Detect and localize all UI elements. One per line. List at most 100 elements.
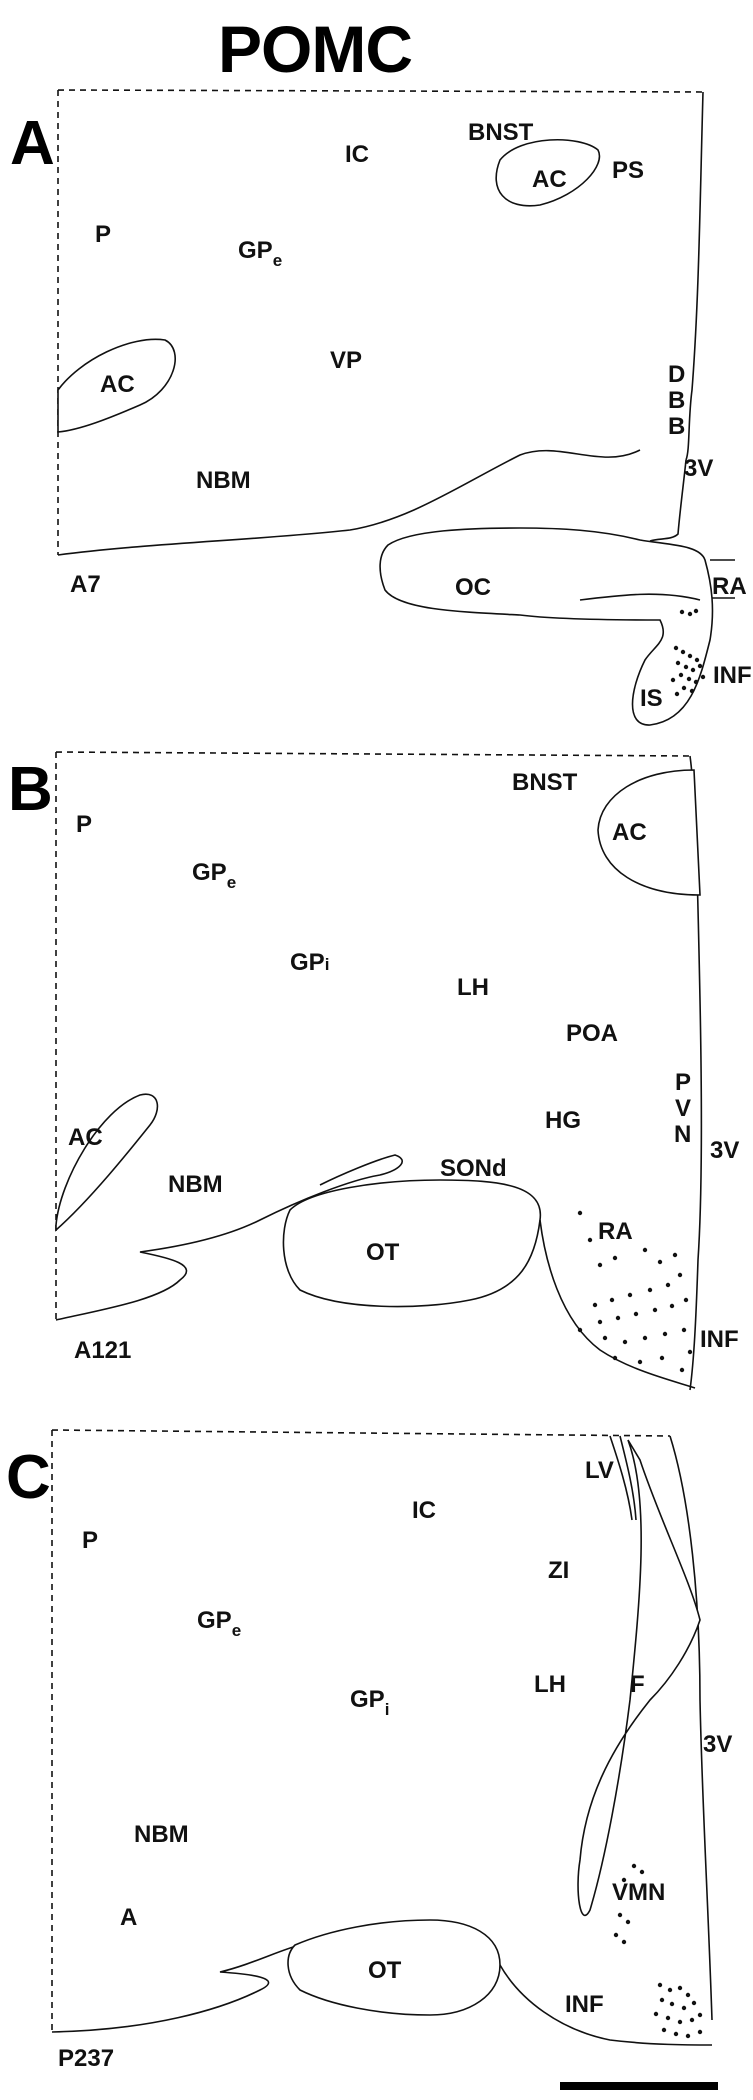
dot — [642, 1335, 648, 1341]
label-ps: PS — [612, 157, 644, 184]
dot — [687, 611, 693, 617]
label-lv: LV — [585, 1457, 614, 1484]
label-ot: OT — [366, 1239, 400, 1266]
dot — [597, 1262, 603, 1268]
label-gpi-main: GP — [290, 949, 325, 976]
dot — [697, 663, 703, 669]
panel-c-frame — [51, 1429, 671, 2032]
dot — [665, 1282, 671, 1288]
label-pvn-p: P — [675, 1069, 691, 1096]
panel-b-ventral-edge — [55, 1154, 403, 1321]
label-gpe-sub: e — [227, 873, 236, 892]
panel-a-oc-is-region — [379, 527, 714, 726]
panel-b-letter: B — [8, 755, 53, 824]
label-gpi-sub: i — [385, 1700, 390, 1719]
dot — [642, 1247, 648, 1253]
label-bnst: BNST — [468, 119, 534, 146]
dot — [700, 674, 706, 680]
figure-title: POMC — [218, 12, 412, 86]
dot — [683, 664, 689, 670]
dot — [685, 1992, 691, 1998]
panel-b-ot — [282, 1179, 542, 1308]
label-sond: SONd — [440, 1155, 507, 1182]
dot — [673, 2031, 679, 2037]
dot — [625, 1919, 631, 1925]
dot — [694, 657, 700, 663]
panel-b-ac-left — [55, 1093, 159, 1232]
dot — [597, 1319, 603, 1325]
panel-a-ventral-edge — [57, 449, 641, 556]
dot — [667, 1987, 673, 1993]
dot — [639, 1869, 645, 1875]
label-ac-left: AC — [68, 1124, 103, 1151]
dot — [683, 1297, 689, 1303]
dot — [679, 609, 685, 615]
panel-a-frame — [57, 89, 704, 555]
dot — [652, 1307, 658, 1313]
dot — [615, 1315, 621, 1321]
label-gpe-sub: e — [273, 251, 282, 270]
dot — [659, 1355, 665, 1361]
dot — [613, 1932, 619, 1938]
label-gpe: GPe — [192, 859, 236, 892]
label-section-a7: A7 — [70, 571, 101, 598]
label-ac-top: AC — [532, 166, 567, 193]
label-lh: LH — [457, 974, 489, 1001]
dot — [681, 2005, 687, 2011]
dot — [670, 677, 676, 683]
dot — [674, 691, 680, 697]
label-3v: 3V — [703, 1731, 732, 1758]
dot — [689, 2017, 695, 2023]
dot — [662, 1331, 668, 1337]
label-section-p237: P237 — [58, 2045, 114, 2072]
label-ac-left: AC — [100, 371, 135, 398]
label-inf: INF — [565, 1991, 604, 2018]
dot — [691, 2000, 697, 2006]
label-p: P — [82, 1527, 98, 1554]
dot — [609, 1297, 615, 1303]
dot — [661, 2027, 667, 2033]
scale-bar — [560, 2082, 718, 2090]
panel-b-ra-inf-dots — [577, 1210, 693, 1373]
dot — [669, 1303, 675, 1309]
label-ac-top: AC — [612, 819, 647, 846]
label-gpe: GPe — [238, 237, 282, 270]
dot — [680, 649, 686, 655]
panel-b-ac-top — [597, 769, 701, 896]
label-lh: LH — [534, 1671, 566, 1698]
dot — [675, 660, 681, 666]
dot — [612, 1355, 618, 1361]
panel-a: A IC — [10, 89, 752, 726]
dot — [693, 679, 699, 685]
label-gpe-main: GP — [197, 1607, 232, 1634]
dot — [622, 1339, 628, 1345]
label-nbm: NBM — [168, 1171, 223, 1198]
dot — [681, 685, 687, 691]
label-bnst: BNST — [512, 769, 578, 796]
label-nbm: NBM — [134, 1821, 189, 1848]
label-is: IS — [640, 685, 663, 712]
label-poa: POA — [566, 1020, 618, 1047]
label-zi: ZI — [548, 1557, 569, 1584]
label-ra: RA — [712, 573, 747, 600]
label-section-a121: A121 — [74, 1337, 131, 1364]
label-inf: INF — [713, 662, 752, 689]
dot — [637, 1359, 643, 1365]
label-a: A — [120, 1904, 137, 1931]
label-3v: 3V — [684, 455, 713, 482]
dot — [697, 2029, 703, 2035]
panel-c-lv — [609, 1435, 637, 1521]
label-hg: HG — [545, 1107, 581, 1134]
dot — [659, 1997, 665, 2003]
dot — [673, 645, 679, 651]
panel-a-midline — [685, 91, 704, 461]
dot — [681, 1327, 687, 1333]
dot — [633, 1311, 639, 1317]
label-vp: VP — [330, 347, 362, 374]
dot — [657, 1982, 663, 1988]
dot — [689, 688, 695, 694]
panel-c: C — [6, 1429, 732, 2072]
label-gpe: GPe — [197, 1607, 241, 1640]
